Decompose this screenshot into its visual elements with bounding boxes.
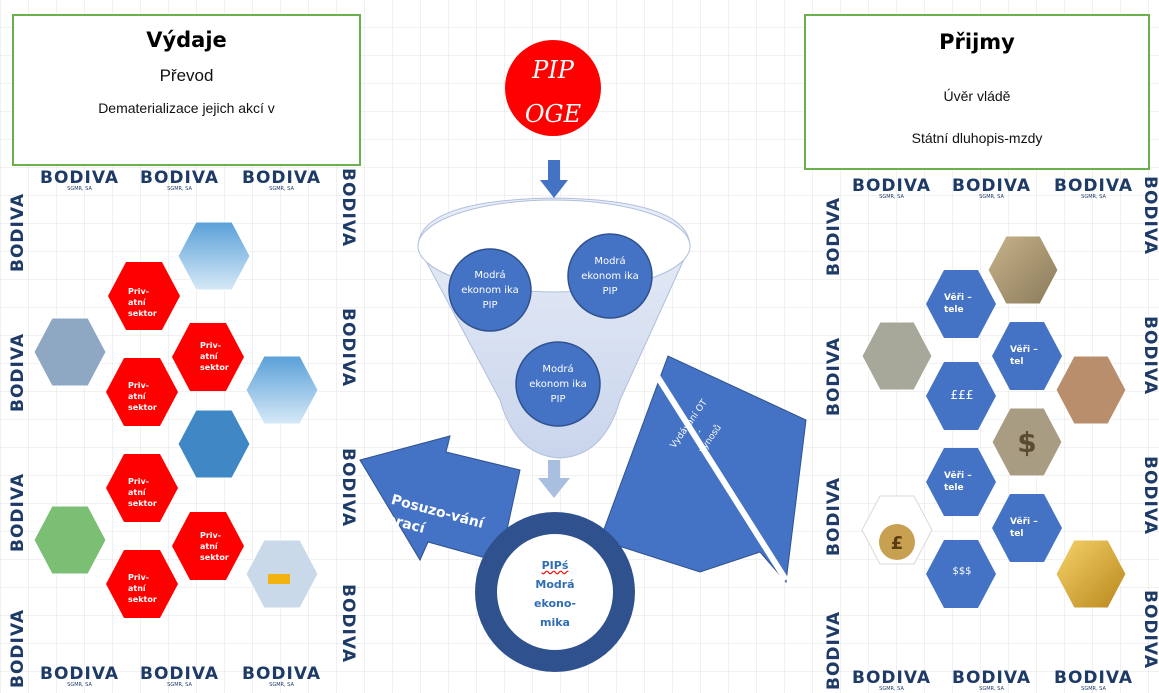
right-hex-3 bbox=[926, 362, 996, 430]
left-hex-label: Priv- atní sektor bbox=[128, 477, 157, 508]
expenses-line1: Převod bbox=[159, 66, 214, 85]
left-hex-6 bbox=[106, 550, 178, 618]
pip-badge-line1: PIP bbox=[532, 56, 574, 84]
center-ring-label: PIPś Modrá ekono- mika bbox=[515, 556, 595, 632]
left-hex-label: Priv- atní sektor bbox=[128, 573, 157, 604]
left-hex-label: Priv- atní sektor bbox=[128, 287, 157, 318]
funnel-spout-arrow bbox=[538, 460, 570, 498]
right-hex-label: Věři – tele bbox=[944, 293, 972, 315]
expenses-box: Výdaje Převod Dematerializace jejich akc… bbox=[12, 14, 361, 166]
funnel-circle-label: Modrá ekonom ika PIP bbox=[461, 270, 519, 311]
left-hex-label: Priv- atní sektor bbox=[200, 341, 229, 372]
coins-photo-hex bbox=[861, 321, 933, 391]
gold-coins-photo-hex bbox=[1055, 539, 1127, 609]
pound-sign-icon: £ bbox=[891, 533, 904, 554]
income-line1: Úvěr vládě bbox=[943, 88, 1011, 104]
center-ring-line3: ekono- bbox=[534, 597, 576, 610]
right-hex-4 bbox=[926, 448, 996, 516]
highway-photo-hex bbox=[245, 355, 319, 425]
pip-badge-text: PIP OGE bbox=[505, 48, 601, 136]
pound-bag-icon bbox=[879, 524, 915, 560]
excavator-icon bbox=[268, 574, 290, 584]
expenses-line2: Dematerializace jejich akcí v bbox=[98, 100, 275, 116]
center-ring-line2: Modrá bbox=[535, 578, 575, 591]
right-hex-2 bbox=[992, 322, 1062, 390]
right-hex-label: Věři – tele bbox=[944, 471, 972, 493]
dollar-sign-icon: $ bbox=[1017, 426, 1036, 459]
income-box: Přijmy Úvěr vládě Státní dluhopis-mzdy bbox=[804, 14, 1150, 170]
banknotes-photo-hex bbox=[987, 235, 1059, 305]
funnel-circle-2 bbox=[567, 233, 653, 319]
right-hex-5 bbox=[992, 494, 1062, 562]
left-hex-1 bbox=[108, 262, 180, 330]
right-hex-1 bbox=[926, 270, 996, 338]
center-ring-line4: mika bbox=[540, 616, 570, 629]
left-hex-3 bbox=[106, 358, 178, 426]
center-ring-line1: PIPś bbox=[541, 559, 569, 572]
left-arrow-shape bbox=[359, 435, 521, 563]
pip-badge-line2: OGE bbox=[524, 100, 582, 128]
right-hex-label: Věři – tel bbox=[1010, 517, 1038, 539]
right-arrow-stripe bbox=[649, 366, 789, 582]
pip-badge-circle bbox=[505, 40, 601, 136]
right-hex-label: Věři – tel bbox=[1010, 345, 1038, 367]
income-line2: Státní dluhopis-mzdy bbox=[911, 130, 1043, 146]
funnel-circle-3 bbox=[515, 341, 601, 427]
funnel-circle-1 bbox=[448, 248, 532, 332]
bridge-photo-hex bbox=[177, 221, 251, 291]
left-hex-label: Priv- atní sektor bbox=[128, 381, 157, 412]
funnel-circle-label: Modrá ekonom ika PIP bbox=[581, 256, 639, 297]
left-hex-5 bbox=[172, 512, 244, 580]
right-hex-6 bbox=[926, 540, 996, 608]
green-city-photo-hex bbox=[33, 505, 107, 575]
left-hex-4 bbox=[106, 454, 178, 522]
euro-photo-hex bbox=[1055, 355, 1127, 425]
income-title: Přijmy bbox=[939, 30, 1015, 54]
port-photo-hex bbox=[33, 317, 107, 387]
right-hex-label: £££ bbox=[950, 388, 974, 402]
city-photo-hex bbox=[177, 409, 251, 479]
funnel-circle-label: Modrá ekonom ika PIP bbox=[529, 364, 587, 405]
center-ring-inner bbox=[497, 534, 613, 650]
left-hex-label: Priv- atní sektor bbox=[200, 531, 229, 562]
expenses-title: Výdaje bbox=[146, 28, 227, 52]
dollar-bag-photo-hex bbox=[991, 407, 1063, 477]
left-hex-2 bbox=[172, 323, 244, 391]
right-arrow-shape bbox=[599, 355, 807, 584]
down-arrow-icon bbox=[540, 160, 568, 198]
right-hex-label: $$$ bbox=[952, 566, 972, 577]
